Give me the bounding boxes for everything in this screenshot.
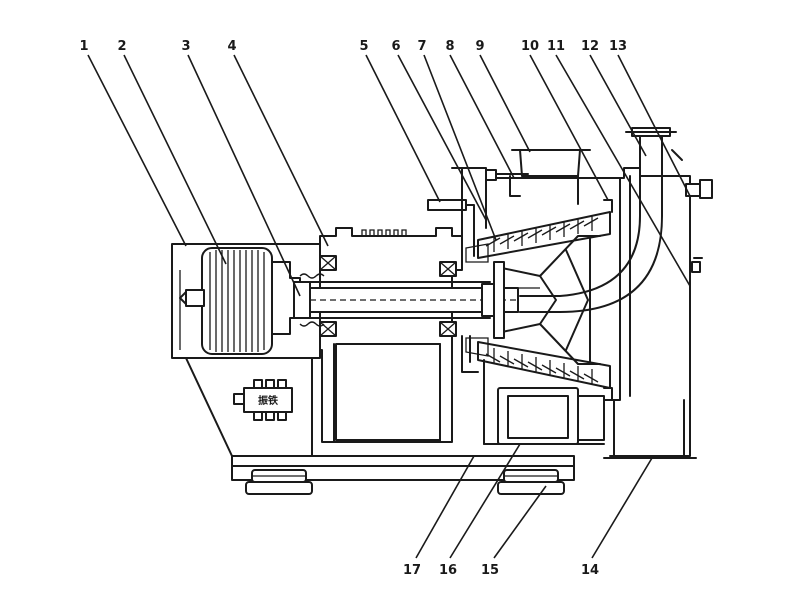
callout-8: 8 [445,39,454,54]
callout-11: 11 [547,39,565,54]
callout-labels-top: 1 2 3 4 5 6 7 8 9 10 11 12 13 [79,39,627,54]
callout-5: 5 [359,39,368,54]
pusher-hub [465,235,601,365]
filtrate-outlet [483,359,605,445]
feed-pipe [519,127,713,313]
callout-7: 7 [417,39,426,54]
callout-14: 14 [581,563,599,578]
main-shaft [293,273,519,327]
bearing-rear-bottom [439,321,457,337]
callout-6: 6 [391,39,400,54]
callout-16: 16 [439,563,457,578]
callout-1: 1 [79,39,88,54]
leader-lines [87,54,691,559]
wash-pipe [485,169,529,181]
feed-hopper [509,149,591,205]
callout-12: 12 [581,39,599,54]
callout-labels-bottom: 17 16 15 14 [403,563,599,578]
casing-inner-lines [461,199,613,401]
casing [451,167,697,459]
bearing-rear-top [439,261,457,277]
callout-3: 3 [181,39,190,54]
cylinder-ribs [209,250,265,352]
callout-9: 9 [475,39,484,54]
vibration-damper-right [497,469,565,495]
bearing-front-bottom [319,321,337,337]
callout-13: 13 [609,39,627,54]
lubrication-pipe [427,199,475,257]
vibration-damper-left [245,469,313,495]
basket-upper [477,211,611,259]
callout-10: 10 [521,39,539,54]
cylinder-housing [171,243,321,359]
callout-4: 4 [227,39,236,54]
bearing-front-top [319,255,337,271]
callout-15: 15 [481,563,499,578]
callout-17: 17 [403,563,421,578]
callout-2: 2 [117,39,126,54]
oil-distributor: 振铁 [233,379,293,421]
distributor-badge-text: 振铁 [258,394,278,407]
